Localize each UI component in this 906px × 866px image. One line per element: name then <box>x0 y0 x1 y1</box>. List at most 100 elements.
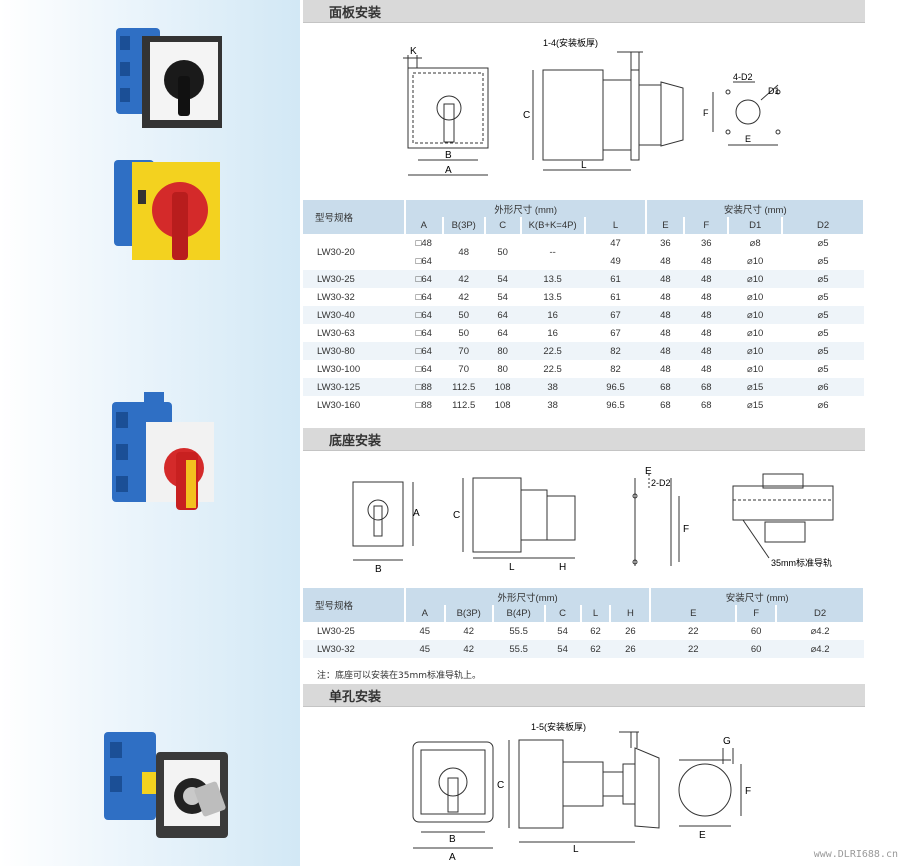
table-cell: 68 <box>646 378 685 396</box>
table-cell: ⌀6 <box>817 399 829 411</box>
model-cell: LW30-160 <box>317 399 361 411</box>
table-cell: 60 <box>736 640 777 658</box>
section-header-single-hole: 单孔安装 <box>303 684 865 707</box>
table-cell: 68 <box>660 399 671 411</box>
table-cell: 22 <box>650 640 737 658</box>
dim-label-a: A <box>445 165 452 176</box>
table-cell: □64 <box>415 255 432 267</box>
product-photo-panel <box>0 0 300 866</box>
table-cell: 54 <box>497 291 508 303</box>
table-cell: 16 <box>547 327 558 339</box>
col-header: A <box>404 605 446 622</box>
table-cell: 48 <box>701 291 712 303</box>
table-cell: 48 <box>701 327 712 339</box>
table-cell: 22 <box>688 625 699 637</box>
table-cell: 48 <box>646 270 685 288</box>
table-cell: ⌀10 <box>747 327 764 339</box>
table-cell: 48 <box>458 246 469 258</box>
table-row: □64 49 48 48 ⌀10 ⌀5 <box>303 252 864 270</box>
model-cell: LW30-32 <box>303 640 405 658</box>
table-cell: -- <box>549 246 556 258</box>
table-cell: ⌀5 <box>817 237 829 249</box>
table-cell: 42 <box>444 640 493 658</box>
table-cell: 48 <box>701 255 712 267</box>
model-cell: LW30-100 <box>317 363 361 375</box>
table-cell: ⌀5 <box>817 327 829 339</box>
table-cell: 48 <box>646 306 685 324</box>
col-header: A <box>404 217 444 234</box>
table-cell: 54 <box>544 640 581 658</box>
table-cell: 36 <box>660 237 671 249</box>
table-cell: 22.5 <box>520 342 585 360</box>
table-cell: 55.5 <box>492 640 545 658</box>
dim-label-f: F <box>683 524 689 535</box>
dim-label-c: C <box>497 780 504 791</box>
dim-label-rail: 35mm标准导轨 <box>771 557 832 568</box>
table-cell: 64 <box>497 327 508 339</box>
dim-label-f: F <box>703 108 709 118</box>
table-cell: □64 <box>404 306 443 324</box>
dim-label-k: K <box>410 46 417 57</box>
table-cell: ⌀10 <box>747 363 764 375</box>
section-header-panel-mount: 面板安装 <box>303 0 865 23</box>
dim-label-l: L <box>581 160 587 171</box>
dim-label-f: F <box>745 786 751 797</box>
table-cell: □88 <box>404 378 443 396</box>
col-header: E <box>650 605 738 622</box>
table-cell: 48 <box>684 342 729 360</box>
table-cell: □64 <box>415 291 432 303</box>
table-cell: □64 <box>404 270 443 288</box>
model-cell: LW30-63 <box>317 327 355 339</box>
model-cell: LW30-25 <box>303 270 405 288</box>
table-cell: 50 <box>442 306 485 324</box>
table-cell: □88 <box>415 399 432 411</box>
table-cell: 67 <box>610 327 621 339</box>
table-cell: 48 <box>684 306 729 324</box>
table-cell: 60 <box>750 625 762 637</box>
col-header: C <box>484 217 522 234</box>
col-header: D1 <box>728 217 784 234</box>
table-cell: 70 <box>458 363 469 375</box>
panel-mount-spec-table: 型号规格 外形尺寸 (mm) 安装尺寸 (mm) A B(3P) C K(B+K… <box>303 200 865 414</box>
section-title: 底座安装 <box>329 434 382 449</box>
table-cell: 48 <box>646 342 685 360</box>
table-cell: ⌀5 <box>817 291 829 303</box>
model-cell: LW30-32 <box>317 291 355 303</box>
single-hole-diagram: 1-5(安装板厚) C B A L G F E <box>412 721 751 863</box>
model-cell: LW30-80 <box>303 342 405 360</box>
product-photo-key-switch <box>104 732 228 838</box>
col-header: F <box>736 605 778 622</box>
table-cell: 48 <box>660 363 671 375</box>
table-cell: 68 <box>684 378 729 396</box>
dim-label-a: A <box>413 508 420 519</box>
table-cell: 16 <box>520 306 585 324</box>
mounting-note: 注：底座可以安装在35mm标准导轨上。 <box>317 671 481 681</box>
table-cell: ⌀10 <box>728 306 783 324</box>
table-cell: □64 <box>415 363 432 375</box>
table-cell: 13.5 <box>520 270 585 288</box>
table-cell: 108 <box>494 399 511 411</box>
dim-label-a: A <box>449 852 456 863</box>
table-cell: 36 <box>701 237 712 249</box>
col-header: B(3P) <box>442 217 486 234</box>
dim-label-g: G <box>723 736 731 747</box>
table-cell: ⌀10 <box>747 255 764 267</box>
dim-label-b: B <box>375 564 382 575</box>
table-cell: ⌀10 <box>747 291 764 303</box>
table-cell: 64 <box>484 306 521 324</box>
product-photo-black-switch <box>116 28 222 128</box>
section-title: 单孔安装 <box>329 690 382 705</box>
dim-label-thickness: 1-5(安装板厚) <box>531 721 586 732</box>
table-cell: 38 <box>547 399 558 411</box>
table-row: LW30-20 □48 48 50 -- 47 36 36 ⌀8 ⌀5 <box>303 234 864 258</box>
product-photo-red-yellow-switch <box>114 160 220 260</box>
product-photo-base-mount-switch <box>112 392 214 510</box>
table-cell: ⌀5 <box>782 270 864 288</box>
table-cell: ⌀4.2 <box>776 640 864 658</box>
